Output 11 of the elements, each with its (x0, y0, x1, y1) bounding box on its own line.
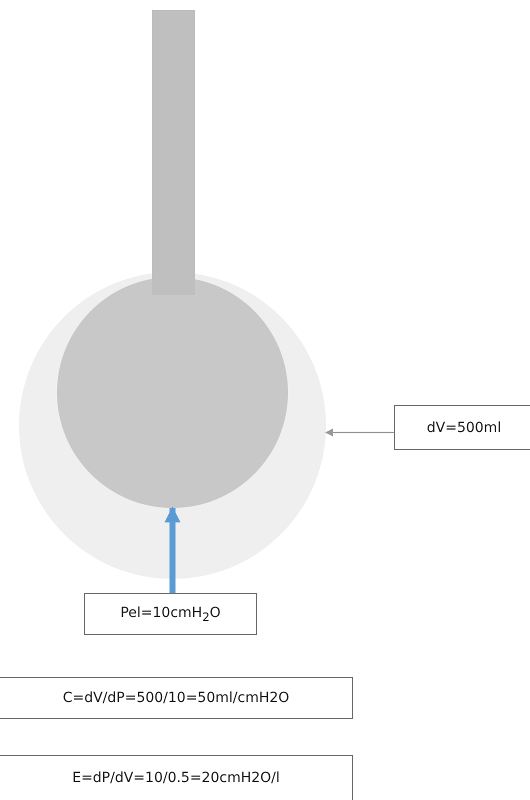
formula-box (0, 677, 353, 719)
arrow (325, 428, 394, 436)
formula-text: Pel=10cmH$_{2}$O (120, 604, 221, 624)
tube-shape (152, 10, 195, 295)
arrow (164, 506, 180, 593)
formula-box (84, 593, 257, 635)
formula-box (394, 405, 530, 450)
formula-text: E=dP/dV=10/0.5=20cmH2O/l (72, 770, 280, 786)
formula-text: C=dV/dP=500/10=50ml/cmH2O (62, 690, 290, 706)
formula-text: dV=500ml (426, 420, 502, 436)
formula-box (0, 755, 353, 800)
